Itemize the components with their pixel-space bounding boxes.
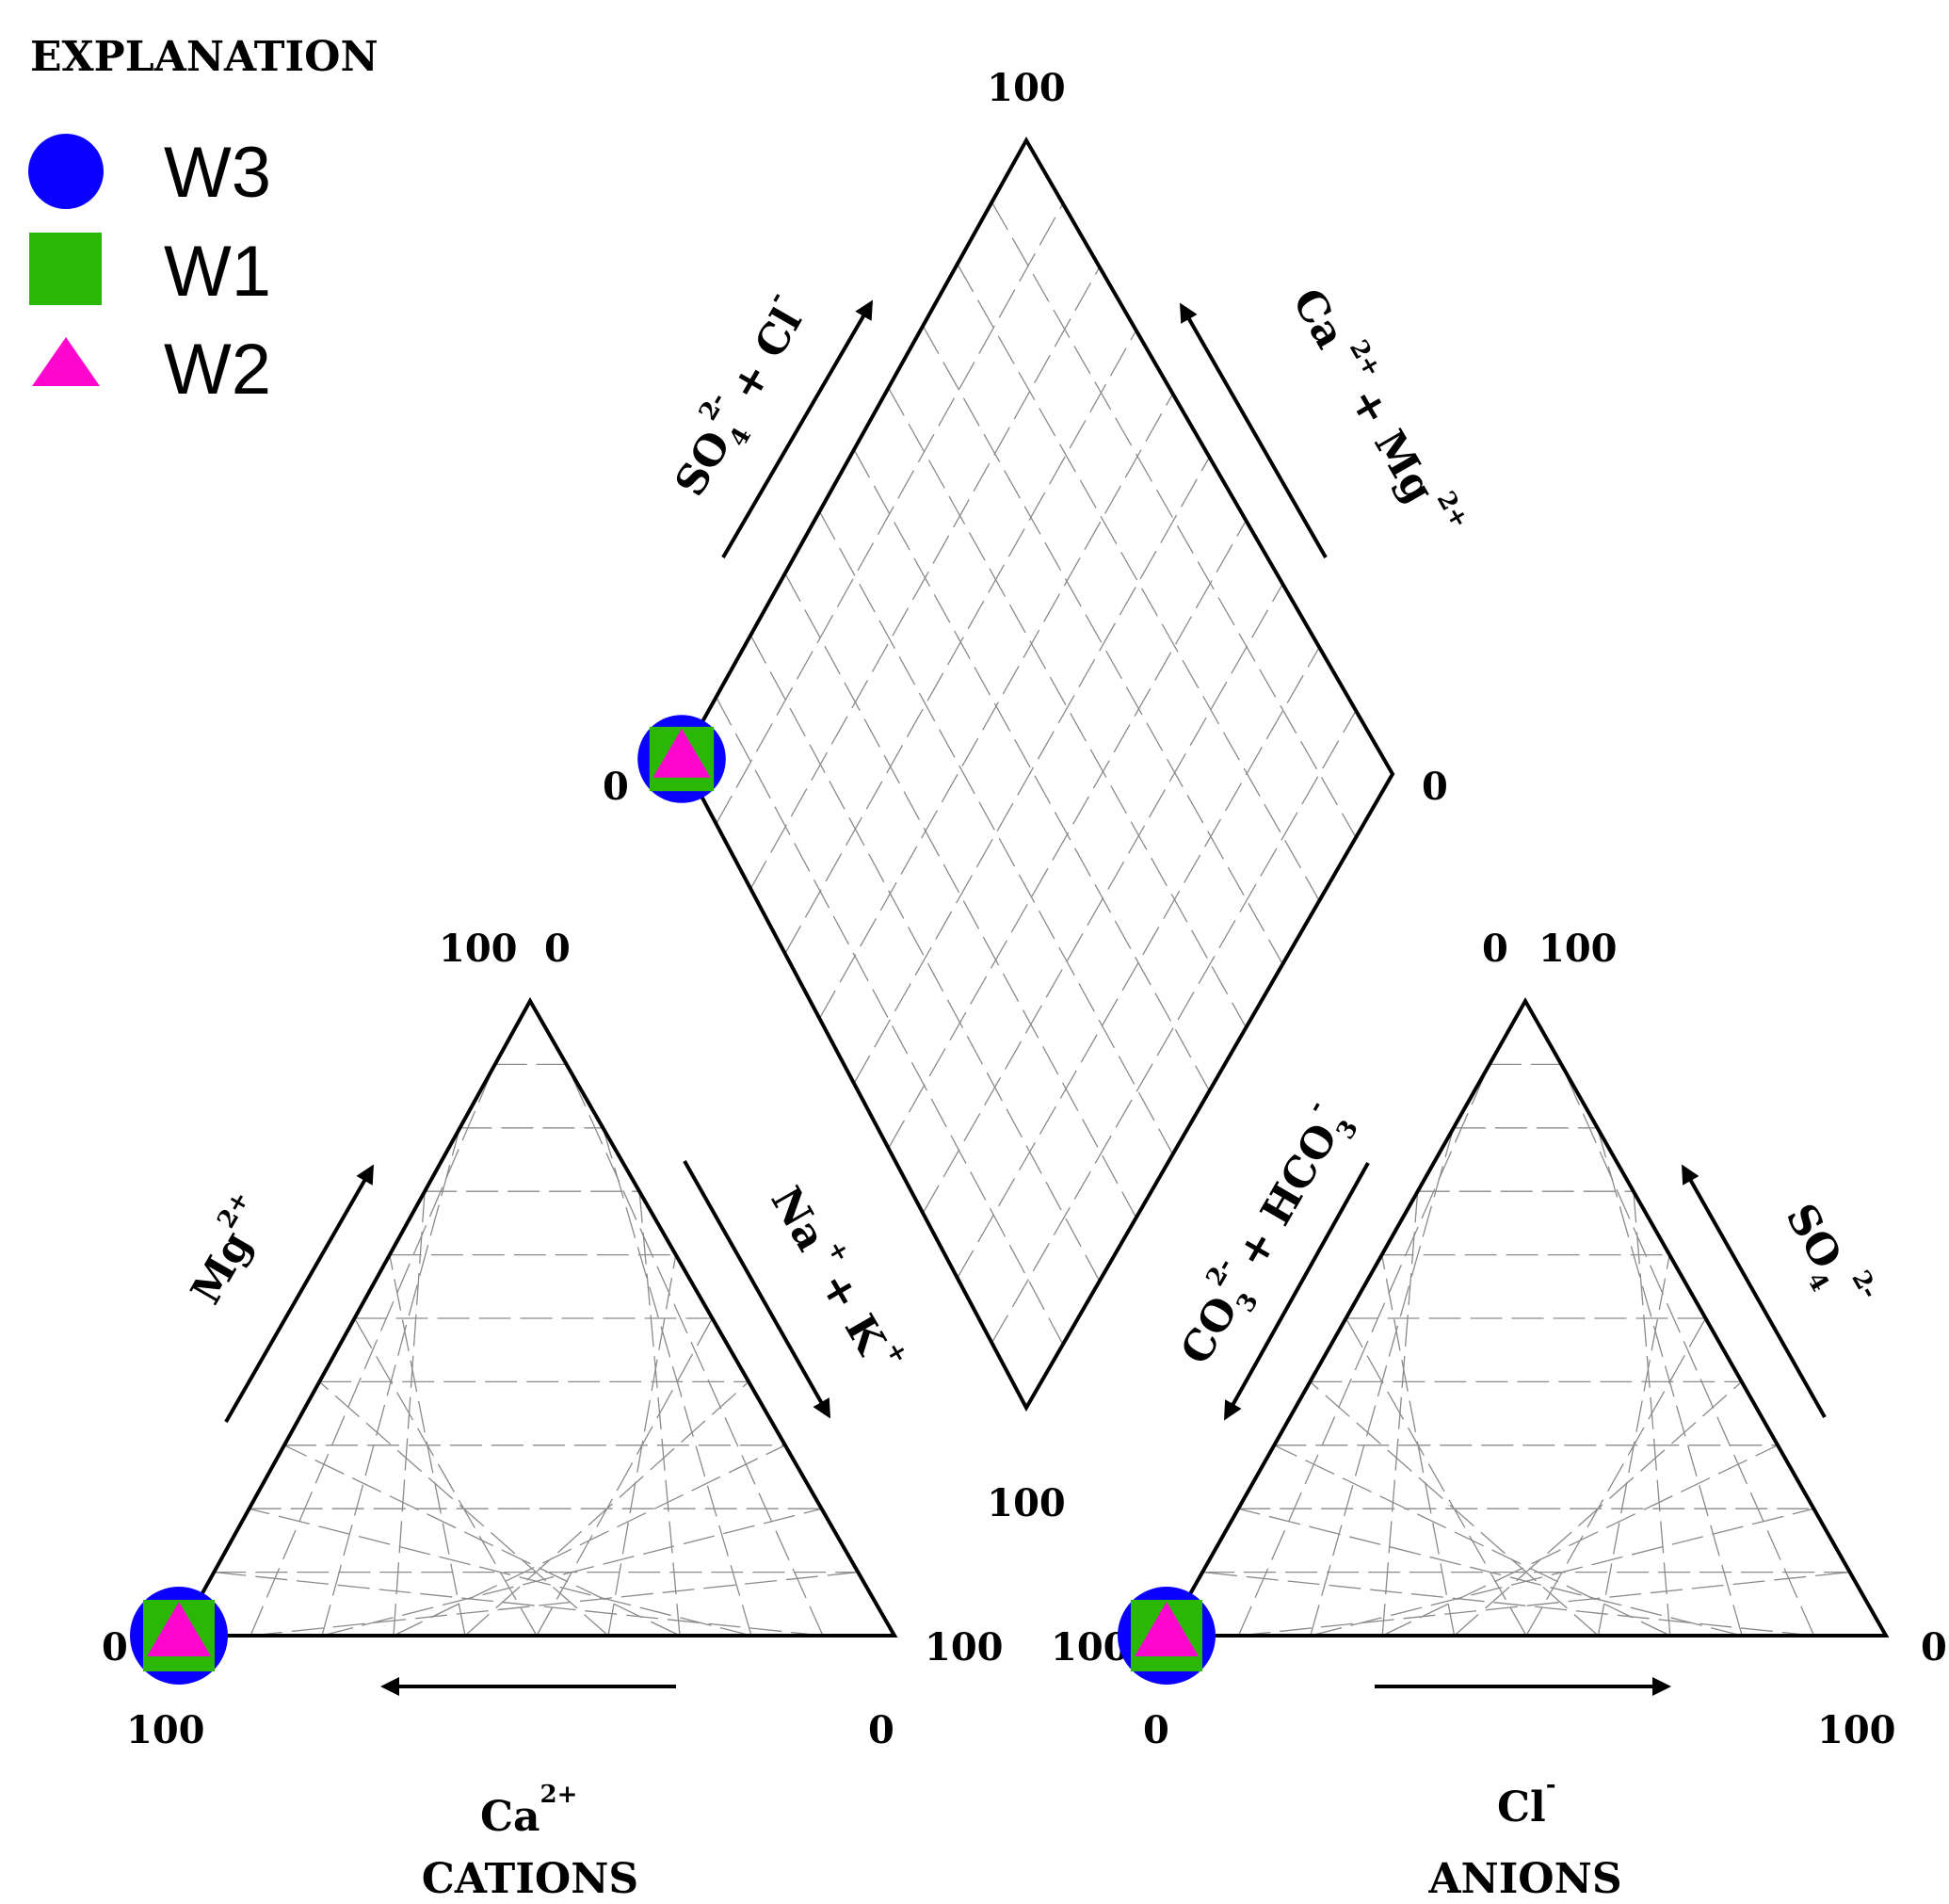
ca-axis-label: Ca2+ — [480, 1781, 577, 1841]
grid-line — [957, 264, 1320, 901]
diamond-grid — [716, 202, 1357, 1346]
cation-labels: 100 0 0 100 100 0 Ca2+ CATIONS Mg2+ Na++… — [102, 927, 1004, 1903]
grid-line — [784, 330, 1137, 955]
na-k-arrow — [683, 1160, 830, 1419]
anion-grid — [1202, 1063, 1850, 1637]
legend-label-w3: W3 — [164, 133, 271, 213]
cation-tick-left: 0 — [102, 1625, 128, 1670]
ca-mg-arrow — [1180, 302, 1328, 558]
anion-tick-top-right: 100 — [1538, 927, 1618, 971]
grid-line — [1237, 1064, 1490, 1637]
grid-line — [888, 387, 1247, 1028]
so4-cl-axis-label: SO42-+ Cl- — [657, 286, 825, 509]
anion-tick-top-left: 0 — [1482, 927, 1508, 971]
grid-line — [607, 1254, 677, 1637]
cation-tick-top-left: 100 — [439, 927, 518, 971]
diamond-tick-bottom: 100 — [987, 1481, 1066, 1525]
anion-tick-bottom-right: 100 — [1817, 1708, 1896, 1752]
sample-markers — [130, 715, 1216, 1685]
anion-triangle-outline — [1163, 996, 1890, 1638]
grid-line — [784, 573, 1137, 1218]
legend: EXPLANATION W3 W1 W2 — [28, 33, 379, 410]
marker-w2-anion — [1135, 1602, 1199, 1656]
grid-line — [991, 202, 1357, 838]
grid-line — [991, 710, 1357, 1344]
grid-line — [214, 1571, 824, 1637]
mg-axis-label: Mg2+ — [175, 1186, 281, 1312]
grid-line — [957, 647, 1320, 1279]
grid-line — [318, 1380, 609, 1637]
grid-line — [602, 1127, 752, 1637]
grid-line — [1274, 1444, 1671, 1637]
grid-line — [1238, 1571, 1850, 1637]
legend-label-w1: W1 — [164, 232, 271, 312]
grid-line — [1633, 1191, 1671, 1637]
ca-mg-axis-label: Ca2++ Mg2+ — [1282, 276, 1474, 549]
anion-tick-right: 0 — [1921, 1625, 1947, 1670]
cation-tick-right: 100 — [925, 1625, 1004, 1670]
grid-line — [749, 266, 1101, 890]
cation-grid — [214, 1063, 859, 1637]
grid-line — [818, 510, 1174, 1155]
so4-arrow — [1682, 1164, 1827, 1418]
grid-line — [716, 202, 1064, 825]
grid-line — [853, 449, 1211, 1091]
diamond-outline — [679, 136, 1395, 1412]
grid-line — [1202, 1571, 1814, 1637]
anion-labels: 0 100 100 0 0 100 Cl- ANIONS CO32-+ HCO3… — [1051, 927, 1947, 1903]
grid-line — [638, 1191, 681, 1637]
grid-line — [1309, 1380, 1599, 1637]
cation-tick-bottom-left: 100 — [126, 1708, 205, 1752]
grid-line — [716, 696, 1064, 1346]
legend-label-w2: W2 — [164, 330, 271, 410]
grid-line — [536, 1317, 714, 1637]
diamond-tick-top: 100 — [987, 66, 1066, 110]
na-k-axis-label: Na++ K+ — [761, 1175, 913, 1383]
legend-title: EXPLANATION — [30, 33, 379, 81]
grid-line — [353, 1317, 538, 1637]
diamond-tick-left: 0 — [603, 765, 629, 809]
so4-cl-arrow — [721, 299, 874, 559]
grid-line — [1560, 1064, 1815, 1637]
grid-line — [1597, 1254, 1670, 1637]
grid-line — [818, 393, 1174, 1019]
grid-line — [250, 1064, 496, 1637]
cation-tick-bottom-right: 0 — [868, 1708, 894, 1752]
grid-line — [1345, 1317, 1527, 1637]
anion-tick-bottom-left: 0 — [1143, 1708, 1169, 1752]
cl-axis-label: Cl- — [1497, 1771, 1556, 1831]
grid-line — [922, 325, 1283, 965]
legend-marker-w2 — [32, 337, 100, 386]
legend-marker-w3 — [28, 134, 104, 209]
grid-line — [1525, 1317, 1707, 1637]
cation-tick-top-right: 0 — [544, 927, 571, 971]
co3-hco3-axis-label: CO32-+ HCO3- — [1163, 1095, 1365, 1378]
cations-title: CATIONS — [422, 1855, 638, 1903]
anions-title: ANIONS — [1427, 1855, 1621, 1903]
grid-line — [249, 1508, 752, 1637]
anion-tick-left: 100 — [1051, 1625, 1130, 1670]
grid-line — [283, 1444, 681, 1637]
diamond-labels: 100 0 0 100 SO42-+ Cl- Ca2++ Mg2+ — [603, 66, 1474, 1525]
grid-line — [1238, 1508, 1743, 1637]
grid-line — [250, 1571, 859, 1637]
grid-line — [1596, 1127, 1743, 1637]
cation-triangle-outline — [175, 996, 898, 1638]
mg-arrow — [224, 1164, 374, 1423]
grid-line — [566, 1064, 824, 1637]
legend-marker-w1 — [29, 233, 102, 305]
marker-w2-cation — [147, 1602, 211, 1656]
grid-line — [853, 457, 1211, 1084]
marker-w2-diamond — [652, 728, 711, 778]
co3-hco3-arrow — [1224, 1162, 1370, 1421]
diamond-tick-right: 0 — [1422, 765, 1448, 809]
grid-line — [749, 635, 1101, 1282]
